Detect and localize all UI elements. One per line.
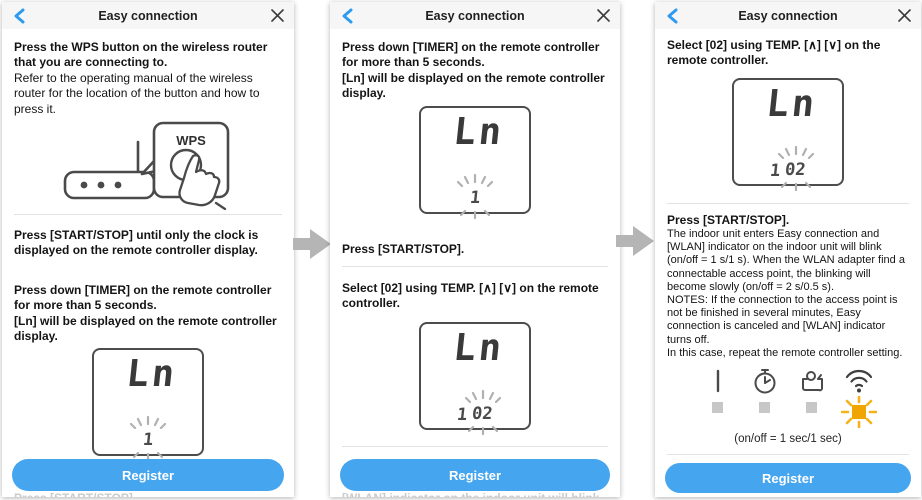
instruction-detail: The indoor unit enters Easy connection a… — [667, 228, 905, 359]
instruction-wps-note: Refer to the operating manual of the wir… — [14, 70, 260, 116]
instruction-startstop: Press [START/STOP]. — [342, 242, 465, 256]
divider — [14, 214, 282, 215]
display-steady-digit: 1 — [769, 161, 782, 181]
page-title: Easy connection — [98, 8, 198, 23]
indicator-led-off — [806, 402, 817, 413]
instruction-wps: Press the WPS button on the wireless rou… — [14, 40, 284, 117]
display-main-value: Ln — [451, 326, 507, 369]
wps-router-illustration: WPS — [63, 121, 230, 210]
timer-indicator — [750, 368, 780, 433]
close-icon[interactable] — [269, 8, 285, 24]
next-step-arrow-icon — [293, 229, 331, 259]
register-button[interactable]: Register — [12, 459, 284, 491]
cleaning-indicator — [797, 368, 827, 433]
divider — [342, 446, 608, 447]
indicator-led-off — [712, 402, 723, 413]
step-panel-1: Easy connection Press the WPS button on … — [2, 2, 294, 497]
indicator-led-blinking — [840, 395, 877, 433]
divider — [667, 203, 909, 204]
back-icon[interactable] — [339, 8, 355, 24]
instruction-startstop: Press [START/STOP]. — [667, 213, 790, 227]
display-main-value: Ln — [764, 82, 820, 125]
back-icon[interactable] — [664, 8, 680, 24]
blinking-digit: 1 — [130, 416, 166, 462]
panel-header: Easy connection — [330, 2, 620, 29]
display-steady-digit: 1 — [456, 405, 469, 425]
blinking-digits: 02 — [464, 390, 501, 436]
timer-indicator-icon — [752, 368, 778, 394]
wps-button-label: WPS — [176, 133, 206, 148]
register-button[interactable]: Register — [665, 463, 911, 493]
display-main-value: Ln — [451, 110, 507, 153]
cleaning-indicator-icon — [799, 368, 825, 394]
panel-header: Easy connection — [2, 2, 294, 29]
blinking-digits: 02 — [777, 146, 814, 192]
scrolled-text: Press [START/STOP]. — [14, 491, 286, 497]
page-title: Easy connection — [425, 8, 525, 23]
indicator-led-off — [759, 402, 770, 413]
close-icon[interactable] — [595, 8, 611, 24]
wlan-indicator — [840, 368, 877, 433]
remote-display: Ln 1 02 — [732, 78, 844, 192]
step-panel-3: Easy connection Select [02] using TEMP. … — [655, 2, 921, 497]
indoor-unit-indicators — [655, 368, 921, 433]
instruction-timer: Press down [TIMER] on the remote control… — [342, 40, 605, 101]
wlan-indicator-icon — [844, 368, 874, 394]
pressing-hand-icon — [178, 154, 221, 207]
next-step-arrow-icon — [616, 226, 654, 256]
remote-display-2: Ln 1 02 — [419, 322, 531, 436]
step-panel-2: Easy connection Press down [TIMER] on th… — [330, 2, 620, 497]
divider — [667, 454, 909, 455]
operation-indicator — [703, 368, 733, 433]
panel-header: Easy connection — [655, 2, 921, 29]
instruction-wps-bold: Press the WPS button on the wireless rou… — [14, 40, 268, 70]
remote-display: Ln 1 — [92, 348, 204, 462]
instruction-startstop: Press [START/STOP] until only the clock … — [14, 228, 259, 258]
register-button[interactable]: Register — [340, 459, 610, 491]
divider — [342, 266, 608, 267]
display-main-value: Ln — [124, 352, 180, 395]
instruction-select: Select [02] using TEMP. [∧] [∨] on the r… — [342, 281, 599, 311]
instruction-select: Select [02] using TEMP. [∧] [∨] on the r… — [667, 38, 881, 68]
back-icon[interactable] — [11, 8, 27, 24]
blinking-digit: 1 — [457, 174, 493, 220]
page-title: Easy connection — [738, 8, 838, 23]
blink-rate-caption: (on/off = 1 sec/1 sec) — [734, 433, 842, 445]
scrolled-text: [WLAN] indicator on the indoor unit will… — [342, 491, 612, 497]
close-icon[interactable] — [896, 8, 912, 24]
instruction-timer: Press down [TIMER] on the remote control… — [14, 283, 277, 344]
remote-display-1: Ln 1 — [419, 106, 531, 220]
operation-indicator-icon — [715, 368, 721, 394]
